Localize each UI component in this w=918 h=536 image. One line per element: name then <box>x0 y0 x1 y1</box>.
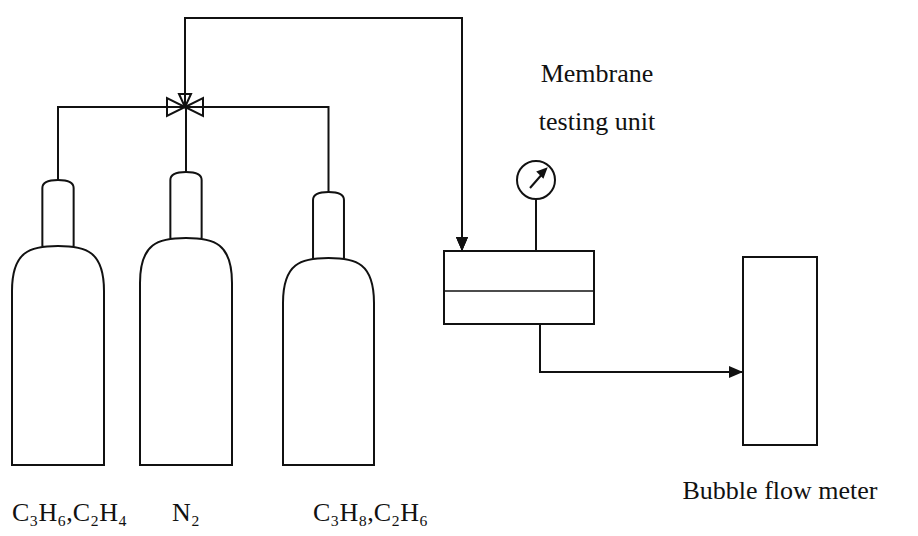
node-label: C₃H₈,C₂H₆ <box>313 498 428 528</box>
gas-cylinder-outline <box>283 192 374 465</box>
gas-line <box>58 18 462 250</box>
membrane-unit-outline <box>443 250 595 325</box>
node-label: Membrane testing unit <box>512 50 682 146</box>
node-label: C₃H₆,C₂H₄ <box>12 498 127 528</box>
gas-cylinder: N₂ <box>140 172 232 465</box>
membrane-unit: Membrane testing unit <box>443 250 595 325</box>
gas-line <box>540 325 742 372</box>
pressure-gauge <box>517 161 555 250</box>
node-label: N₂ <box>172 498 200 528</box>
flow-meter: Bubble flow meter <box>742 256 818 446</box>
gas-cylinder-outline <box>140 172 232 465</box>
gas-cylinder-outline <box>12 180 104 465</box>
node-label: Bubble flow meter <box>683 476 878 506</box>
flow-meter-outline <box>742 256 818 446</box>
gas-cylinder: C₃H₈,C₂H₆ <box>283 192 374 465</box>
gas-cylinder: C₃H₆,C₂H₄ <box>12 180 104 465</box>
